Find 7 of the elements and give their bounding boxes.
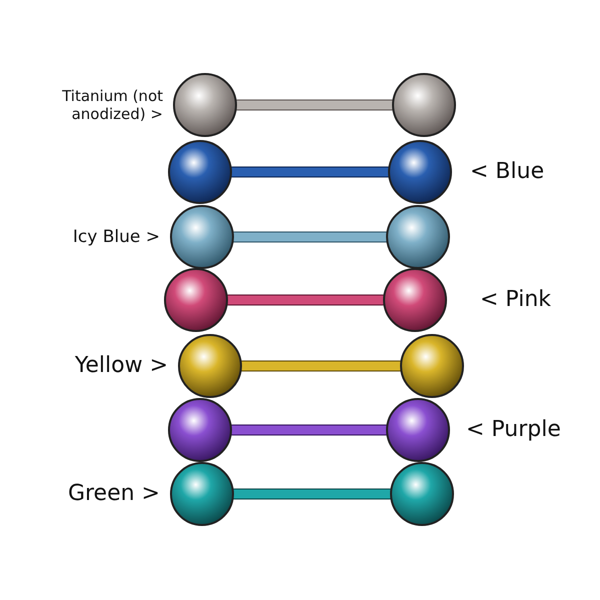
- color-label: Icy Blue >: [72, 227, 160, 248]
- color-label: Yellow >: [74, 353, 168, 380]
- color-label: < Purple: [466, 417, 561, 444]
- color-label: < Pink: [480, 287, 552, 314]
- color-label: Green >: [66, 481, 160, 508]
- color-label: Titanium (not anodized) >: [61, 87, 163, 123]
- color-label: < Blue: [470, 159, 544, 186]
